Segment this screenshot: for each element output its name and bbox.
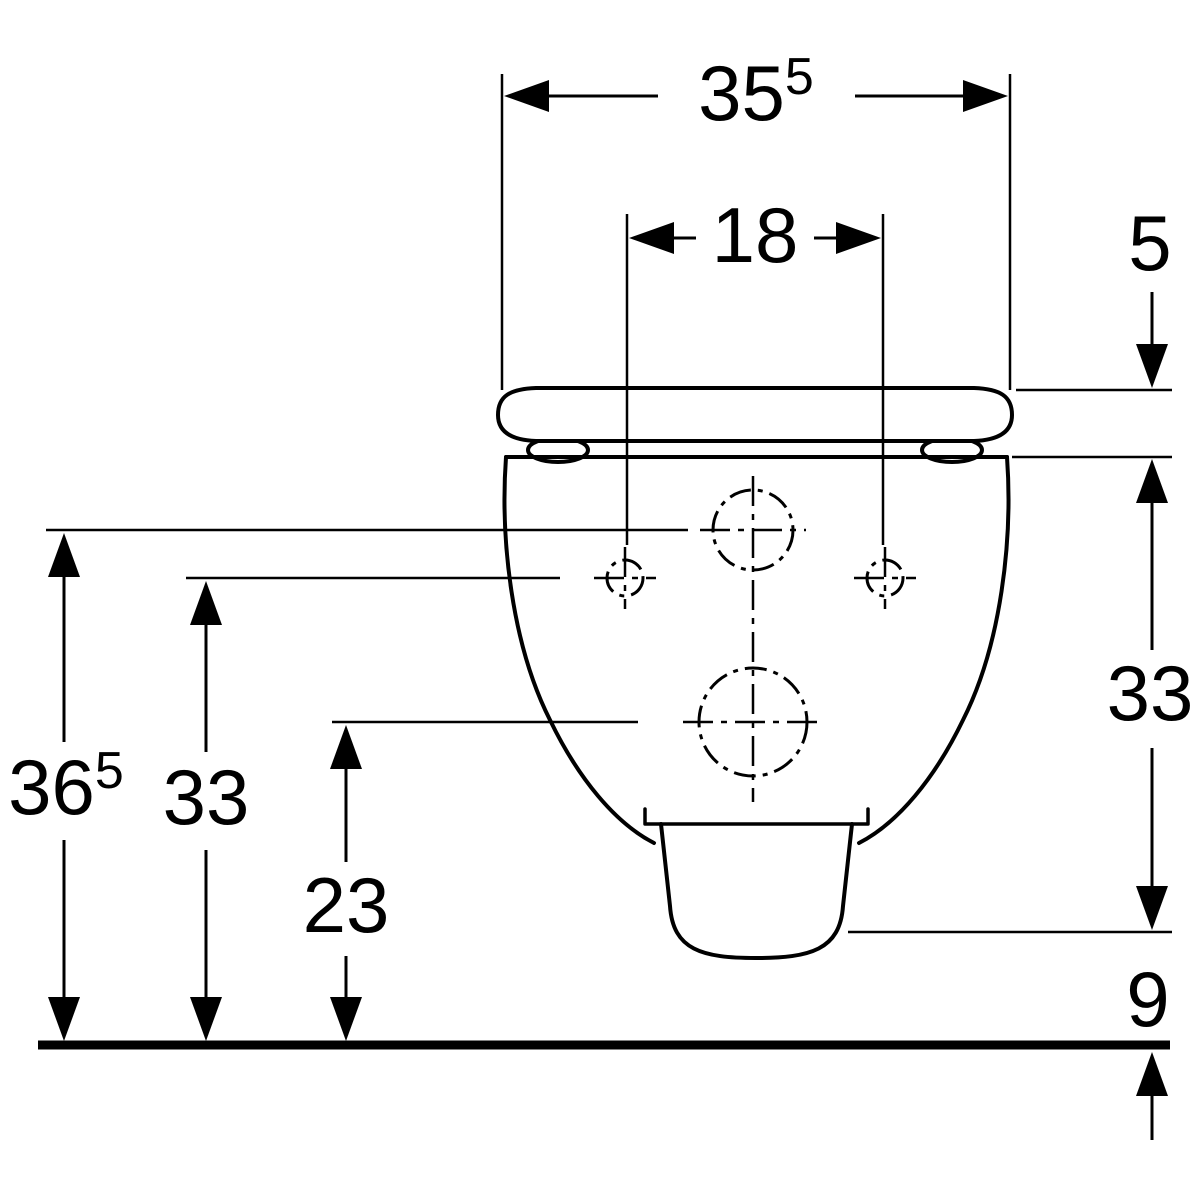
- outlet-connector: [659, 822, 854, 961]
- arrow-up-icon: [1136, 1052, 1168, 1096]
- arrow-right-icon: [836, 222, 881, 254]
- dim-label-seat-top-to-rim: 5: [1128, 199, 1171, 287]
- bowl-bottom-ledge: [643, 807, 870, 826]
- arrow-down-icon: [1136, 344, 1168, 388]
- dimension-rim-to-outlet: 33: [1107, 459, 1194, 930]
- arrow-up-icon: [48, 533, 80, 577]
- extension-lines: [46, 74, 1172, 934]
- dim-label-hole-spacing: 18: [712, 191, 799, 279]
- arrow-up-icon: [330, 725, 362, 769]
- arrow-down-icon: [330, 997, 362, 1041]
- arrow-left-icon: [504, 80, 549, 112]
- bowl-outline-right: [857, 455, 1011, 845]
- dimension-fixing-height: 33: [163, 581, 250, 1041]
- dimension-seat-top-to-rim: 5: [1128, 199, 1172, 388]
- dimension-hole-spacing: 18: [629, 191, 881, 279]
- dim-label-overall-width: 355: [698, 48, 814, 137]
- dimension-supply-height: 365: [8, 533, 124, 1041]
- arrow-left-icon: [629, 222, 674, 254]
- dimension-overall-width: 355: [504, 48, 1008, 137]
- arrow-right-icon: [963, 80, 1008, 112]
- arrow-up-icon: [190, 581, 222, 625]
- fixing-hole-left-crosshair: [594, 547, 656, 609]
- bowl-outline-left: [502, 455, 656, 845]
- fixing-hole-right-crosshair: [854, 547, 916, 609]
- dim-label-outlet-centre-height: 23: [303, 861, 390, 949]
- toilet-seat-lid: [495, 386, 1015, 443]
- dim-label-supply-height: 365: [8, 742, 124, 831]
- dim-label-fixing-height: 33: [163, 753, 250, 841]
- dim-label-outlet-to-floor: 9: [1126, 955, 1169, 1043]
- dimension-outlet-centre-height: 23: [303, 725, 390, 1041]
- connection-holes: [594, 476, 916, 802]
- arrow-down-icon: [48, 997, 80, 1041]
- dimension-outlet-to-floor: 9: [1126, 955, 1170, 1140]
- arrow-up-icon: [1136, 459, 1168, 503]
- arrow-down-icon: [1136, 886, 1168, 930]
- toilet-front-view: [495, 386, 1015, 961]
- dim-label-rim-to-outlet: 33: [1107, 649, 1194, 737]
- arrow-down-icon: [190, 997, 222, 1041]
